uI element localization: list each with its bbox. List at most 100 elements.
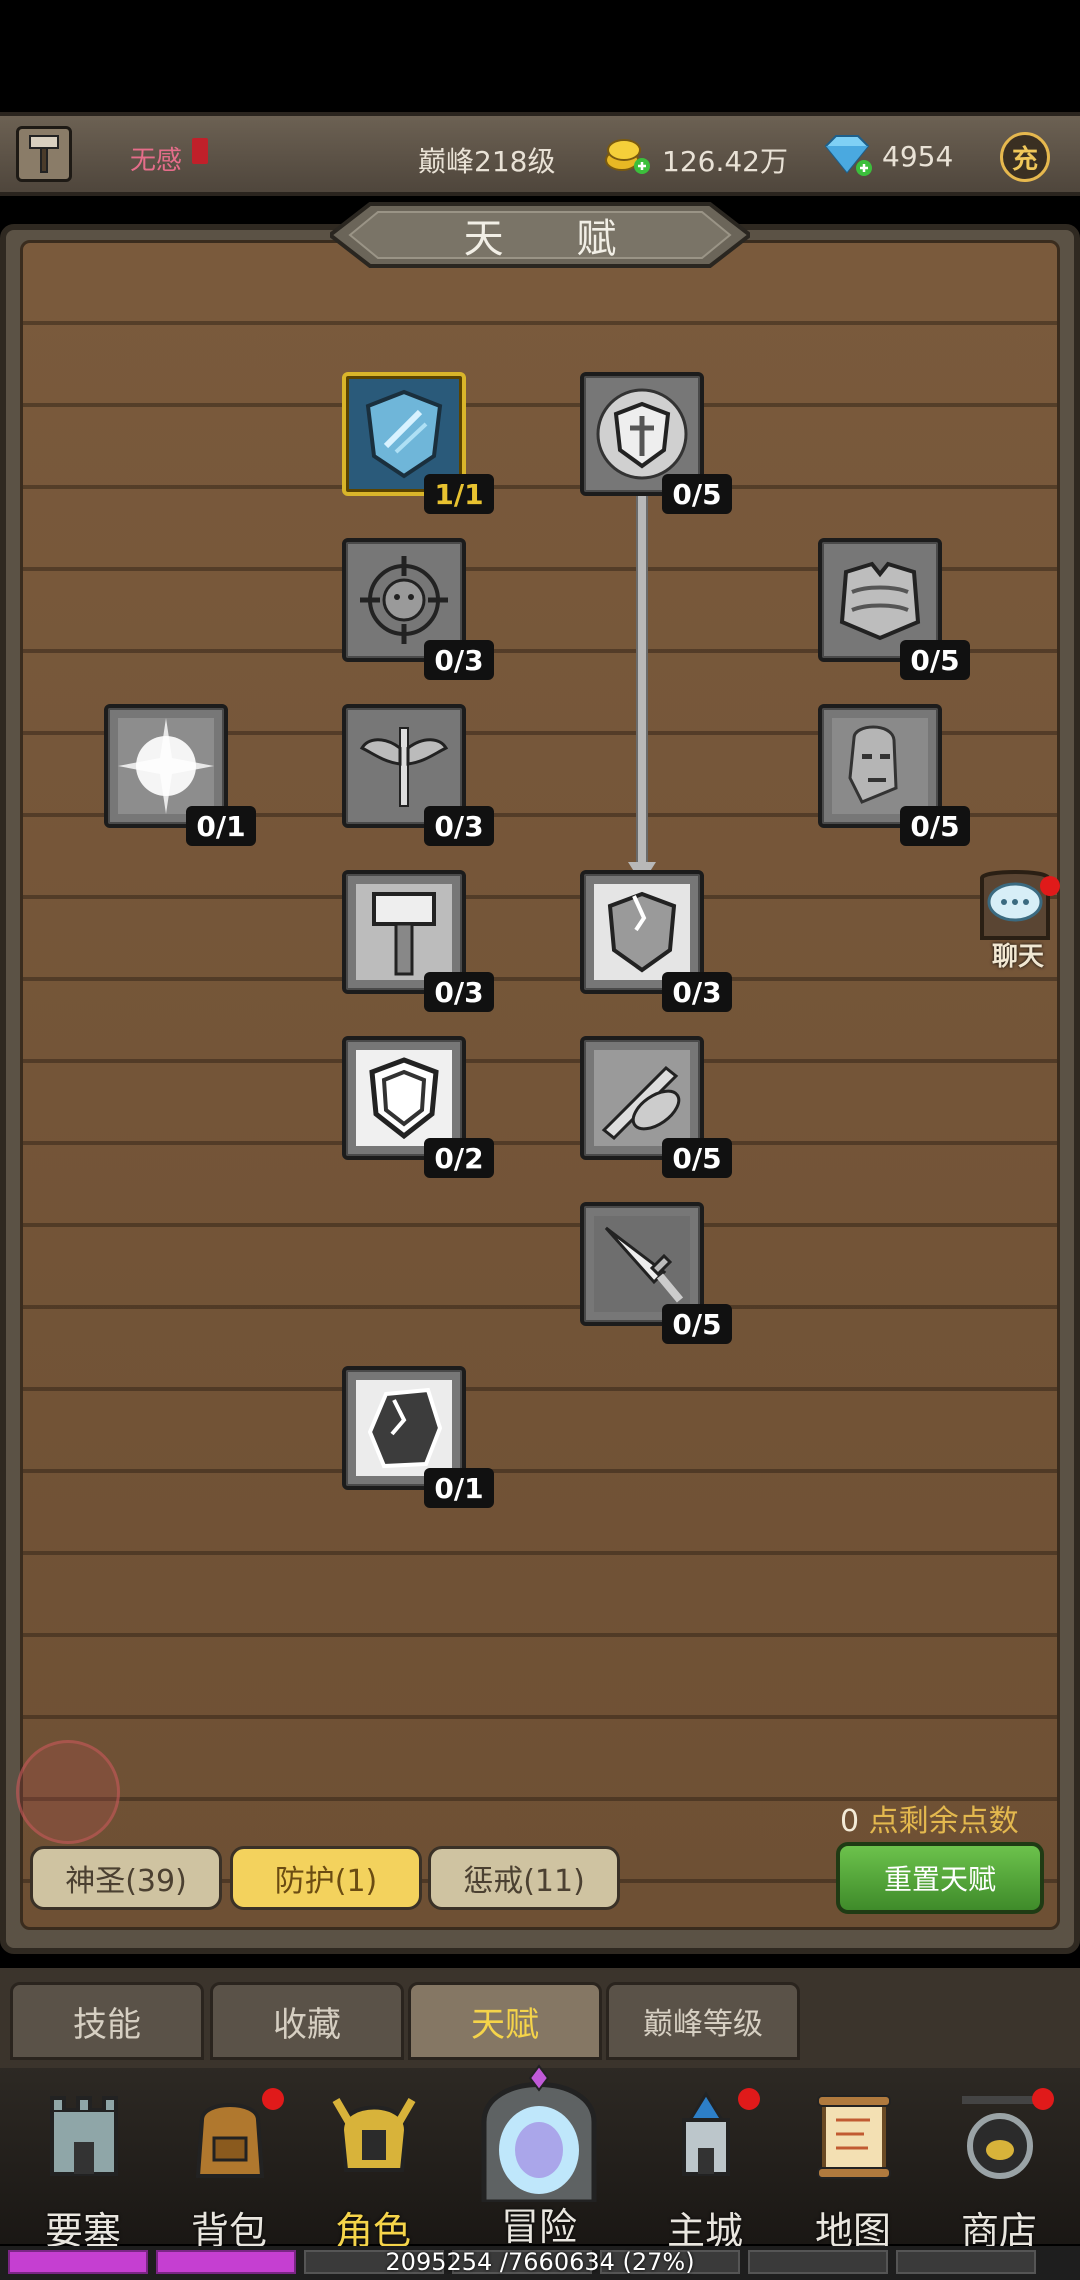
- tab-skill[interactable]: 技能: [10, 1982, 204, 2060]
- chat-notification-badge: [1040, 876, 1060, 896]
- talent-node-shield-slash[interactable]: 1/1: [342, 372, 494, 514]
- gold-coins-icon[interactable]: [602, 134, 650, 176]
- shield-slash-icon: [365, 389, 443, 479]
- talent-node-sword-thrust[interactable]: 0/5: [580, 1202, 732, 1344]
- nav-label: 冒险: [500, 2205, 577, 2249]
- talent-node-target-demon[interactable]: 0/3: [342, 538, 494, 680]
- talent-node-stone-giant[interactable]: 0/5: [818, 704, 970, 846]
- top-resource-bar: 无感 巅峰218级 126.42万 4954 充: [0, 112, 1080, 196]
- remaining-count: 0: [840, 1804, 860, 1839]
- talent-node-hammer-strike[interactable]: 0/3: [342, 870, 494, 1012]
- nav-label: 角色: [334, 2209, 411, 2253]
- winged-sword-icon: [359, 727, 449, 807]
- talent-count: 0/5: [900, 640, 970, 680]
- nav-label: 背包: [190, 2209, 267, 2253]
- page-title: 天 赋: [463, 216, 647, 262]
- talent-tile: [342, 870, 466, 994]
- nav-bag[interactable]: 背包: [164, 2074, 294, 2253]
- talent-tile: [342, 1036, 466, 1160]
- talent-tile: [818, 704, 942, 828]
- hammer-icon[interactable]: [16, 126, 72, 182]
- diamond-icon[interactable]: [820, 132, 874, 178]
- talent-count: 0/5: [900, 806, 970, 846]
- nav-fortress[interactable]: 要塞: [18, 2074, 148, 2253]
- talent-count: 0/1: [424, 1468, 494, 1508]
- portal-icon: [481, 2064, 597, 2202]
- city-notification-badge: [738, 2088, 760, 2110]
- holy-shield-emblem-icon: [596, 388, 688, 480]
- talent-board: [20, 240, 1060, 1930]
- chat-label: 聊天: [991, 942, 1044, 972]
- talent-count: 0/3: [662, 972, 732, 1012]
- talent-count: 0/3: [424, 972, 494, 1012]
- nav-role[interactable]: 角色: [308, 2074, 438, 2253]
- talent-node-winged-sword[interactable]: 0/3: [342, 704, 494, 846]
- exp-segment: [156, 2250, 296, 2274]
- armor-chest-icon: [839, 561, 921, 641]
- tab-collect[interactable]: 收藏: [210, 1982, 404, 2060]
- title-plate: [330, 202, 750, 268]
- nav-map[interactable]: 地图: [788, 2074, 918, 2253]
- nav-adventure[interactable]: 冒险: [454, 2062, 624, 2249]
- scroll-map-icon: [817, 2095, 891, 2179]
- talent-node-cracked-shield[interactable]: 0/3: [580, 870, 732, 1012]
- remaining-label: 点剩余点数: [859, 1804, 1019, 1839]
- tab-peak-level[interactable]: 巅峰等级: [606, 1982, 800, 2060]
- sword-thrust-icon: [594, 1216, 690, 1312]
- talent-count: 0/5: [662, 1304, 732, 1344]
- castle-icon: [682, 2091, 730, 2176]
- talent-count: 0/3: [424, 806, 494, 846]
- helmet-icon: [332, 2097, 416, 2172]
- talent-node-shattered-shield[interactable]: 0/1: [342, 1366, 494, 1508]
- talent-connector: [636, 486, 648, 876]
- gem-amount: 4954: [882, 140, 954, 173]
- exp-segment: [304, 2250, 444, 2274]
- exp-text: 2095254 /7660634 (27%): [385, 2248, 695, 2276]
- shop-notification-badge: [1032, 2088, 1054, 2110]
- recharge-button[interactable]: 充: [1000, 132, 1050, 182]
- talent-node-holy-burst[interactable]: 0/1: [104, 704, 256, 846]
- nav-shop[interactable]: 商店: [934, 2074, 1064, 2253]
- branch-tab-punish[interactable]: 惩戒(11): [428, 1846, 620, 1910]
- nav-label: 地图: [814, 2209, 891, 2253]
- exp-segment: [748, 2250, 888, 2274]
- talent-node-crossed-blades[interactable]: 0/5: [580, 1036, 732, 1178]
- talent-count: 0/5: [662, 1138, 732, 1178]
- player-name[interactable]: 无感: [130, 146, 183, 176]
- branch-tab-holy[interactable]: 神圣(39): [30, 1846, 222, 1910]
- talent-count: 0/1: [186, 806, 256, 846]
- talent-tile: [104, 704, 228, 828]
- branch-tab-protection[interactable]: 防护(1): [230, 1846, 422, 1910]
- bag-notification-badge: [262, 2088, 284, 2110]
- nav-city[interactable]: 主城: [640, 2074, 770, 2253]
- tab-talent[interactable]: 天赋: [408, 1982, 602, 2060]
- peak-level-label: 巅峰218级: [418, 145, 556, 178]
- talent-tile: [342, 1366, 466, 1490]
- crossed-blades-icon: [594, 1050, 690, 1146]
- backpack-icon: [195, 2103, 265, 2178]
- cracked-shield-icon: [594, 884, 690, 980]
- shield-guard-icon: [356, 1050, 452, 1146]
- remaining-points: 0 点剩余点数: [840, 1796, 1019, 1840]
- status-area: [0, 0, 1080, 112]
- talent-count: 0/2: [424, 1138, 494, 1178]
- hammer-strike-icon: [356, 884, 452, 980]
- watermark-logo-icon: [16, 1740, 120, 1844]
- gold-amount: 126.42万: [662, 145, 788, 178]
- exp-segment: [600, 2250, 740, 2274]
- reset-talent-button[interactable]: 重置天赋: [836, 1842, 1044, 1914]
- exp-segment: [8, 2250, 148, 2274]
- target-demon-icon: [360, 556, 448, 644]
- talent-node-armor-chest[interactable]: 0/5: [818, 538, 970, 680]
- talent-count: 0/5: [662, 474, 732, 514]
- shop-sign-icon: [962, 2096, 1038, 2179]
- talent-count: 0/3: [424, 640, 494, 680]
- nav-label: 要塞: [44, 2209, 121, 2253]
- talent-node-shield-guard[interactable]: 0/2: [342, 1036, 494, 1178]
- talent-count: 1/1: [424, 474, 494, 514]
- rank-flag-icon: [192, 138, 208, 164]
- shattered-shield-icon: [356, 1380, 452, 1476]
- talent-tile: [580, 1036, 704, 1160]
- chat-button[interactable]: [974, 868, 1056, 964]
- talent-node-holy-shield-emblem[interactable]: 0/5: [580, 372, 732, 514]
